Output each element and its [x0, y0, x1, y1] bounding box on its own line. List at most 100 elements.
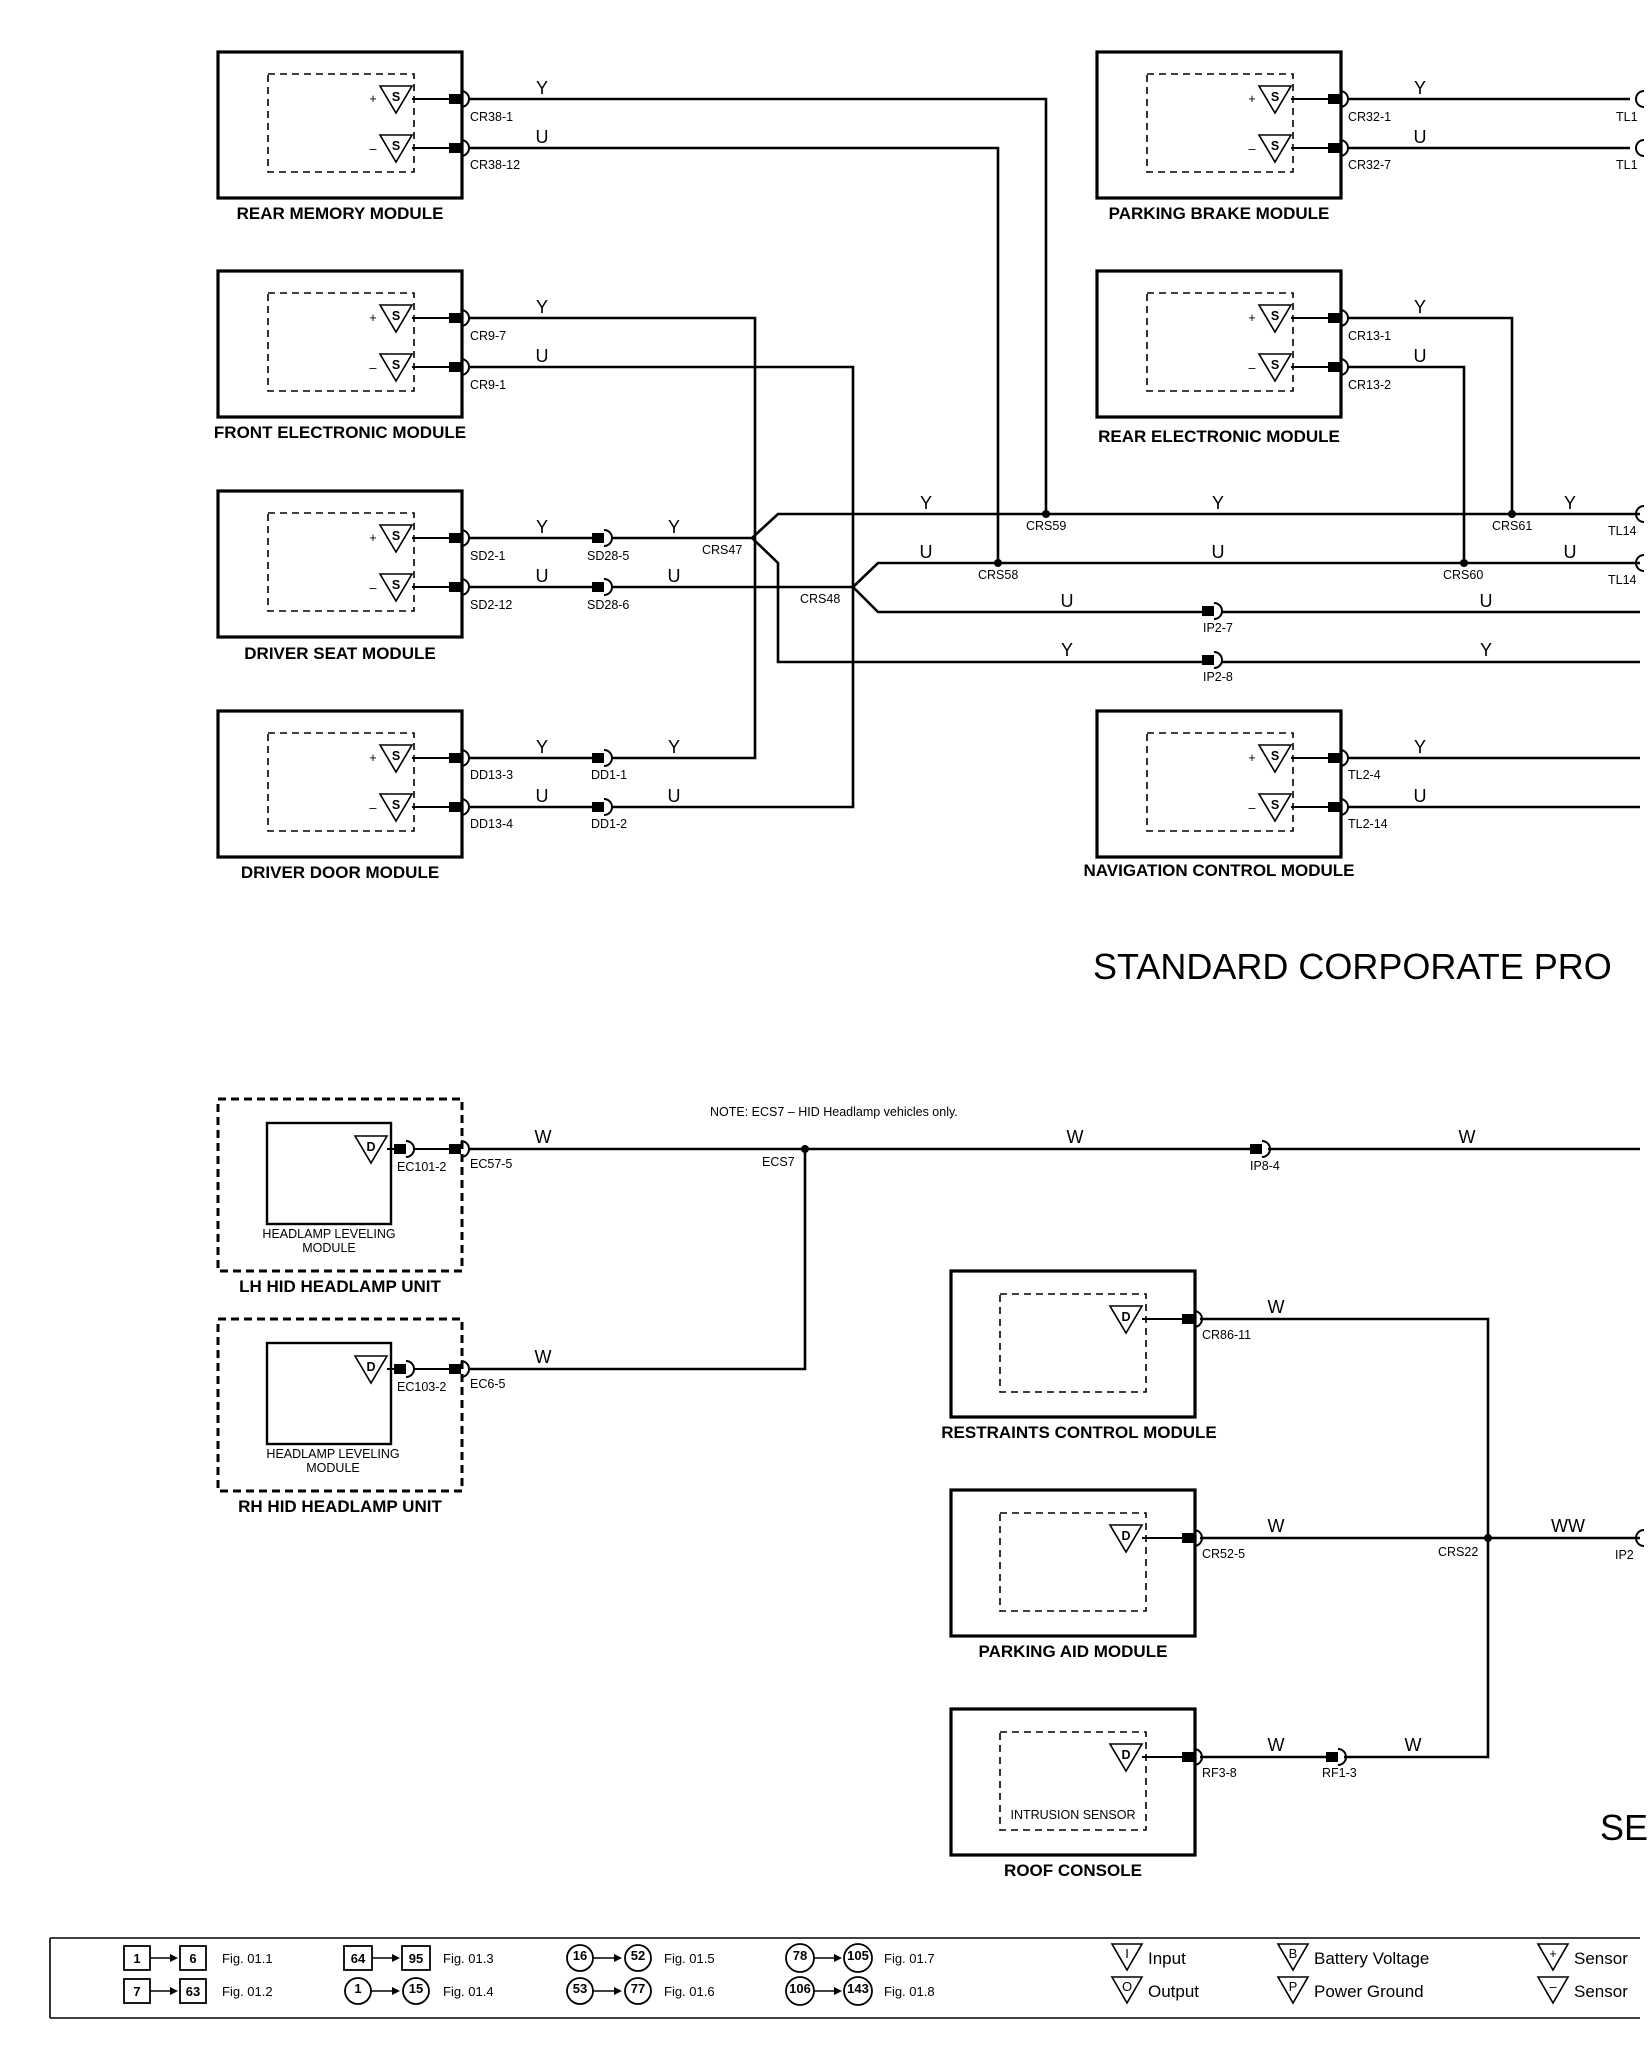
svg-text:U: U	[1414, 127, 1427, 147]
svg-text:D: D	[1121, 1748, 1130, 1762]
svg-text:Y: Y	[920, 493, 932, 513]
module-label: NAVIGATION CONTROL MODULE	[1083, 861, 1354, 880]
sensor-plus-icon: S+	[1248, 85, 1293, 115]
pin-label: CR32-7	[1348, 158, 1391, 172]
svg-text:63: 63	[186, 1984, 200, 1999]
svg-text:Y: Y	[1480, 640, 1492, 660]
svg-text:+: +	[369, 311, 376, 325]
pin-label: CR38-12	[470, 158, 520, 172]
svg-text:U: U	[668, 566, 681, 586]
svg-text:S: S	[392, 309, 400, 323]
connector-label: SD28-5	[587, 549, 629, 563]
pin-label: CR38-1	[470, 110, 513, 124]
module-label: DRIVER SEAT MODULE	[244, 644, 435, 663]
module-label: PARKING BRAKE MODULE	[1109, 204, 1330, 223]
svg-text:D: D	[366, 1140, 375, 1154]
svg-text:–: –	[1249, 142, 1256, 156]
sensor-minus-icon: S–	[1249, 134, 1293, 164]
svg-text:+: +	[1248, 311, 1255, 325]
svg-text:TL1: TL1	[1616, 110, 1638, 124]
roof-console: D INTRUSION SENSOR ROOF CONSOLE RF3-8	[949, 1707, 1237, 1880]
splice-label: CRS59	[1026, 519, 1066, 533]
pin-label: TL2-14	[1348, 817, 1388, 831]
sensor-plus-icon: S+	[369, 744, 414, 774]
svg-text:IP2: IP2	[1615, 1548, 1634, 1562]
svg-text:+: +	[1248, 92, 1255, 106]
svg-text:1: 1	[354, 1981, 361, 1996]
wire-color-labels-b: W W W W W W WW W W	[535, 1127, 1585, 1755]
sensor-icons: S+ S– S+ S– S+ S– S+ S– S+ S– S+ S– S+ S…	[369, 85, 1293, 823]
svg-text:U: U	[536, 346, 549, 366]
section-title: SE	[1600, 1807, 1648, 1848]
svg-text:EC57-5: EC57-5	[470, 1157, 512, 1171]
svg-text:TL1: TL1	[1616, 158, 1638, 172]
navigation-control-module: NAVIGATION CONTROL MODULE TL2-4 TL2-14	[1083, 709, 1388, 880]
svg-text:95: 95	[409, 1951, 423, 1966]
pin-label: CR32-1	[1348, 110, 1391, 124]
svg-text:EC6-5: EC6-5	[470, 1377, 505, 1391]
pin-label: SD2-1	[470, 549, 505, 563]
module-label: PARKING AID MODULE	[979, 1642, 1168, 1661]
front-electronic-module: FRONT ELECTRONIC MODULE CR9-7 CR9-1	[214, 269, 506, 442]
svg-text:U: U	[1414, 346, 1427, 366]
svg-text:Y: Y	[1414, 297, 1426, 317]
svg-text:W: W	[535, 1347, 552, 1367]
pin-label: TL2-4	[1348, 768, 1381, 782]
svg-text:Battery Voltage: Battery Voltage	[1314, 1949, 1429, 1968]
parking-brake-module: PARKING BRAKE MODULE CR32-1 CR32-7	[1095, 50, 1391, 223]
splice-label: CRS58	[978, 568, 1018, 582]
splice-label: ECS7	[762, 1155, 795, 1169]
svg-text:S: S	[1271, 309, 1279, 323]
svg-text:7: 7	[133, 1984, 140, 1999]
svg-text:EC103-2: EC103-2	[397, 1380, 446, 1394]
splice-dots	[994, 510, 1516, 567]
connector-label: DD1-2	[591, 817, 627, 831]
svg-text:52: 52	[631, 1948, 645, 1963]
pin-label: CR13-1	[1348, 329, 1391, 343]
svg-text:Fig. 01.2: Fig. 01.2	[222, 1984, 273, 1999]
svg-text:B: B	[1289, 1946, 1298, 1961]
svg-text:143: 143	[847, 1981, 869, 1996]
sensor-plus-icon: S+	[369, 85, 414, 115]
svg-text:U: U	[1212, 542, 1225, 562]
svg-text:D: D	[1121, 1310, 1130, 1324]
svg-text:–: –	[370, 361, 377, 375]
svg-text:W: W	[1067, 1127, 1084, 1147]
svg-text:Y: Y	[668, 517, 680, 537]
svg-text:Input: Input	[1148, 1949, 1186, 1968]
legend: 1 6 Fig. 01.1 7 63 Fig. 01.2 64 95 Fig. …	[49, 1937, 1640, 2019]
svg-text:+: +	[369, 92, 376, 106]
pin-label: RF3-8	[1202, 1766, 1237, 1780]
pin-label: CR9-1	[470, 378, 506, 392]
svg-text:Fig. 01.7: Fig. 01.7	[884, 1951, 935, 1966]
svg-text:Fig. 01.8: Fig. 01.8	[884, 1984, 935, 1999]
pin-label: DD13-3	[470, 768, 513, 782]
wires-network-a	[469, 97, 1640, 809]
svg-text:IP8-4: IP8-4	[1250, 1159, 1280, 1173]
module-label: LH HID HEADLAMP UNIT	[239, 1277, 441, 1296]
svg-text:Y: Y	[1564, 493, 1576, 513]
svg-text:W: W	[1268, 1516, 1285, 1536]
svg-text:Fig. 01.4: Fig. 01.4	[443, 1984, 494, 1999]
svg-text:–: –	[1549, 1979, 1557, 1994]
svg-text:Y: Y	[536, 78, 548, 98]
svg-text:W: W	[535, 1127, 552, 1147]
svg-text:Y: Y	[668, 737, 680, 757]
svg-text:S: S	[1271, 358, 1279, 372]
svg-text:S: S	[1271, 798, 1279, 812]
wires-network-b	[469, 1147, 1640, 1759]
svg-text:+: +	[369, 751, 376, 765]
svg-text:S: S	[1271, 749, 1279, 763]
svg-text:U: U	[536, 786, 549, 806]
svg-text:S: S	[392, 529, 400, 543]
splice-label: CRS60	[1443, 568, 1483, 582]
svg-text:RF1-3: RF1-3	[1322, 1766, 1357, 1780]
svg-text:+: +	[369, 531, 376, 545]
svg-text:D: D	[366, 1360, 375, 1374]
svg-text:Power Ground: Power Ground	[1314, 1982, 1424, 2001]
module-label: REAR MEMORY MODULE	[237, 204, 444, 223]
internal-stubs	[412, 98, 1331, 808]
svg-text:W: W	[1405, 1735, 1422, 1755]
pin-label: CR9-7	[470, 329, 506, 343]
